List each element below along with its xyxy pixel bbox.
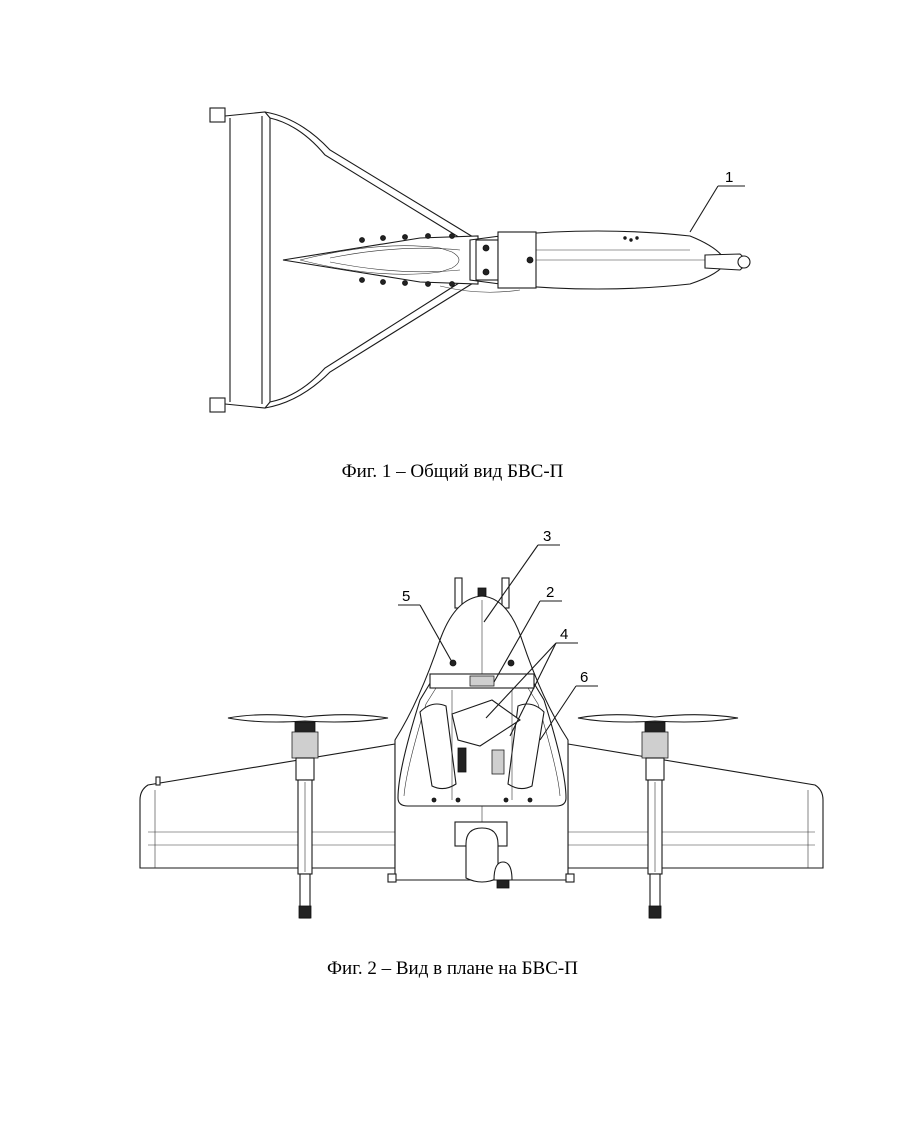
fig1-foot-bottom	[209, 397, 226, 413]
fig2-svg: 3 5 2 4 6	[139, 528, 824, 919]
figure-1-caption: Фиг. 1 – Общий вид БВС-П	[341, 461, 564, 482]
fig1-svg: 1	[209, 107, 751, 413]
figure-2-drawing: 3 5 2 4 6	[0, 520, 905, 940]
figure-1-drawing: 1	[0, 95, 905, 425]
callout-label-2: 2	[546, 584, 554, 601]
fig2-callout-2: 2	[493, 584, 562, 683]
fig2-callout-3: 3	[483, 528, 560, 623]
fig2-left-rotor	[227, 714, 389, 919]
fig1-callout-1: 1	[689, 169, 745, 233]
callout-label-4: 4	[560, 626, 568, 643]
callout-label-1: 1	[725, 169, 733, 186]
fig2-callout-6: 6	[539, 669, 598, 741]
fig2-right-rotor	[577, 714, 739, 919]
callout-label-6: 6	[580, 669, 588, 686]
fig2-callout-5: 5	[398, 588, 453, 663]
fig2-fuselage	[387, 577, 575, 889]
callout-label-5: 5	[402, 588, 410, 605]
fig2-left-wing	[139, 743, 396, 869]
figure-2-caption: Фиг. 2 – Вид в плане на БВС-П	[327, 958, 578, 979]
fig1-frame	[209, 107, 479, 413]
fig1-fuselage	[282, 230, 751, 293]
fig1-rivets	[359, 233, 639, 287]
fig2-right-wing	[567, 743, 824, 869]
fig1-foot-top	[209, 107, 226, 123]
callout-label-3: 3	[543, 528, 551, 545]
fig2-callout-4: 4	[485, 626, 578, 737]
